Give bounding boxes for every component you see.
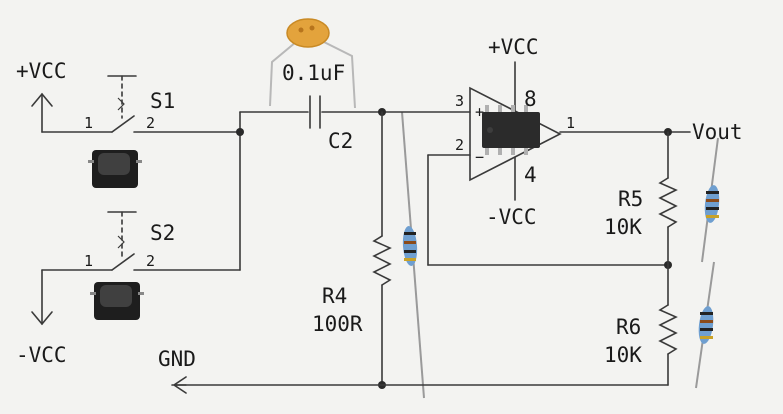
capacitor-c2-ref: C2 <box>328 129 353 153</box>
resistor-r5-ref: R5 <box>618 187 643 211</box>
ground-label: GND <box>158 347 196 371</box>
opamp-minus-sign: − <box>475 148 484 166</box>
output-label: Vout <box>692 120 743 144</box>
opamp-pin-8: 8 <box>524 87 537 111</box>
switch-s2-ref: S2 <box>150 221 175 245</box>
opamp-vee-label: -VCC <box>486 205 537 229</box>
vcc-neg-label: -VCC <box>16 343 67 367</box>
resistor-r4-ref: R4 <box>322 284 347 308</box>
resistor-r5-symbol <box>658 177 678 228</box>
resistor-r6-ref: R6 <box>616 315 641 339</box>
capacitor-c2-symbol <box>309 95 321 129</box>
pushbutton-s2-photo <box>90 282 144 320</box>
opamp-plus-sign: + <box>475 103 484 121</box>
resistor-r6-photo <box>695 261 715 389</box>
resistor-r5-value: 10K <box>604 215 642 239</box>
opamp-pin-4: 4 <box>524 163 537 187</box>
resistor-r4-value: 100R <box>312 312 363 336</box>
switch-s1-pin-a: 1 <box>84 114 93 132</box>
vcc-pos-arrow <box>31 92 53 133</box>
switch-s2-pin-b: 2 <box>146 252 155 270</box>
resistor-r5-photo <box>701 137 720 263</box>
opamp-pin-1: 1 <box>566 114 575 132</box>
vcc-neg-arrow <box>31 269 53 326</box>
opamp-vcc-label: +VCC <box>488 35 539 59</box>
pushbutton-s1-photo <box>88 150 142 188</box>
capacitor-photo <box>269 18 356 109</box>
switch-s2-pin-a: 1 <box>84 252 93 270</box>
resistor-r4-symbol <box>372 235 392 286</box>
switch-s2-symbol <box>107 211 137 271</box>
switch-s1-pin-b: 2 <box>146 114 155 132</box>
opamp-pin-3: 3 <box>455 92 464 110</box>
capacitor-c2-value: 0.1uF <box>282 61 345 85</box>
opamp-pin-2: 2 <box>455 136 464 154</box>
resistor-r6-symbol <box>658 304 678 355</box>
switch-s1-symbol <box>107 75 137 133</box>
resistor-r6-value: 10K <box>604 343 642 367</box>
junction-dot <box>236 128 244 136</box>
opamp-chip-photo <box>482 105 540 155</box>
vcc-pos-label: +VCC <box>16 59 67 83</box>
resistor-r4-photo <box>401 111 425 399</box>
switch-s1-ref: S1 <box>150 89 175 113</box>
